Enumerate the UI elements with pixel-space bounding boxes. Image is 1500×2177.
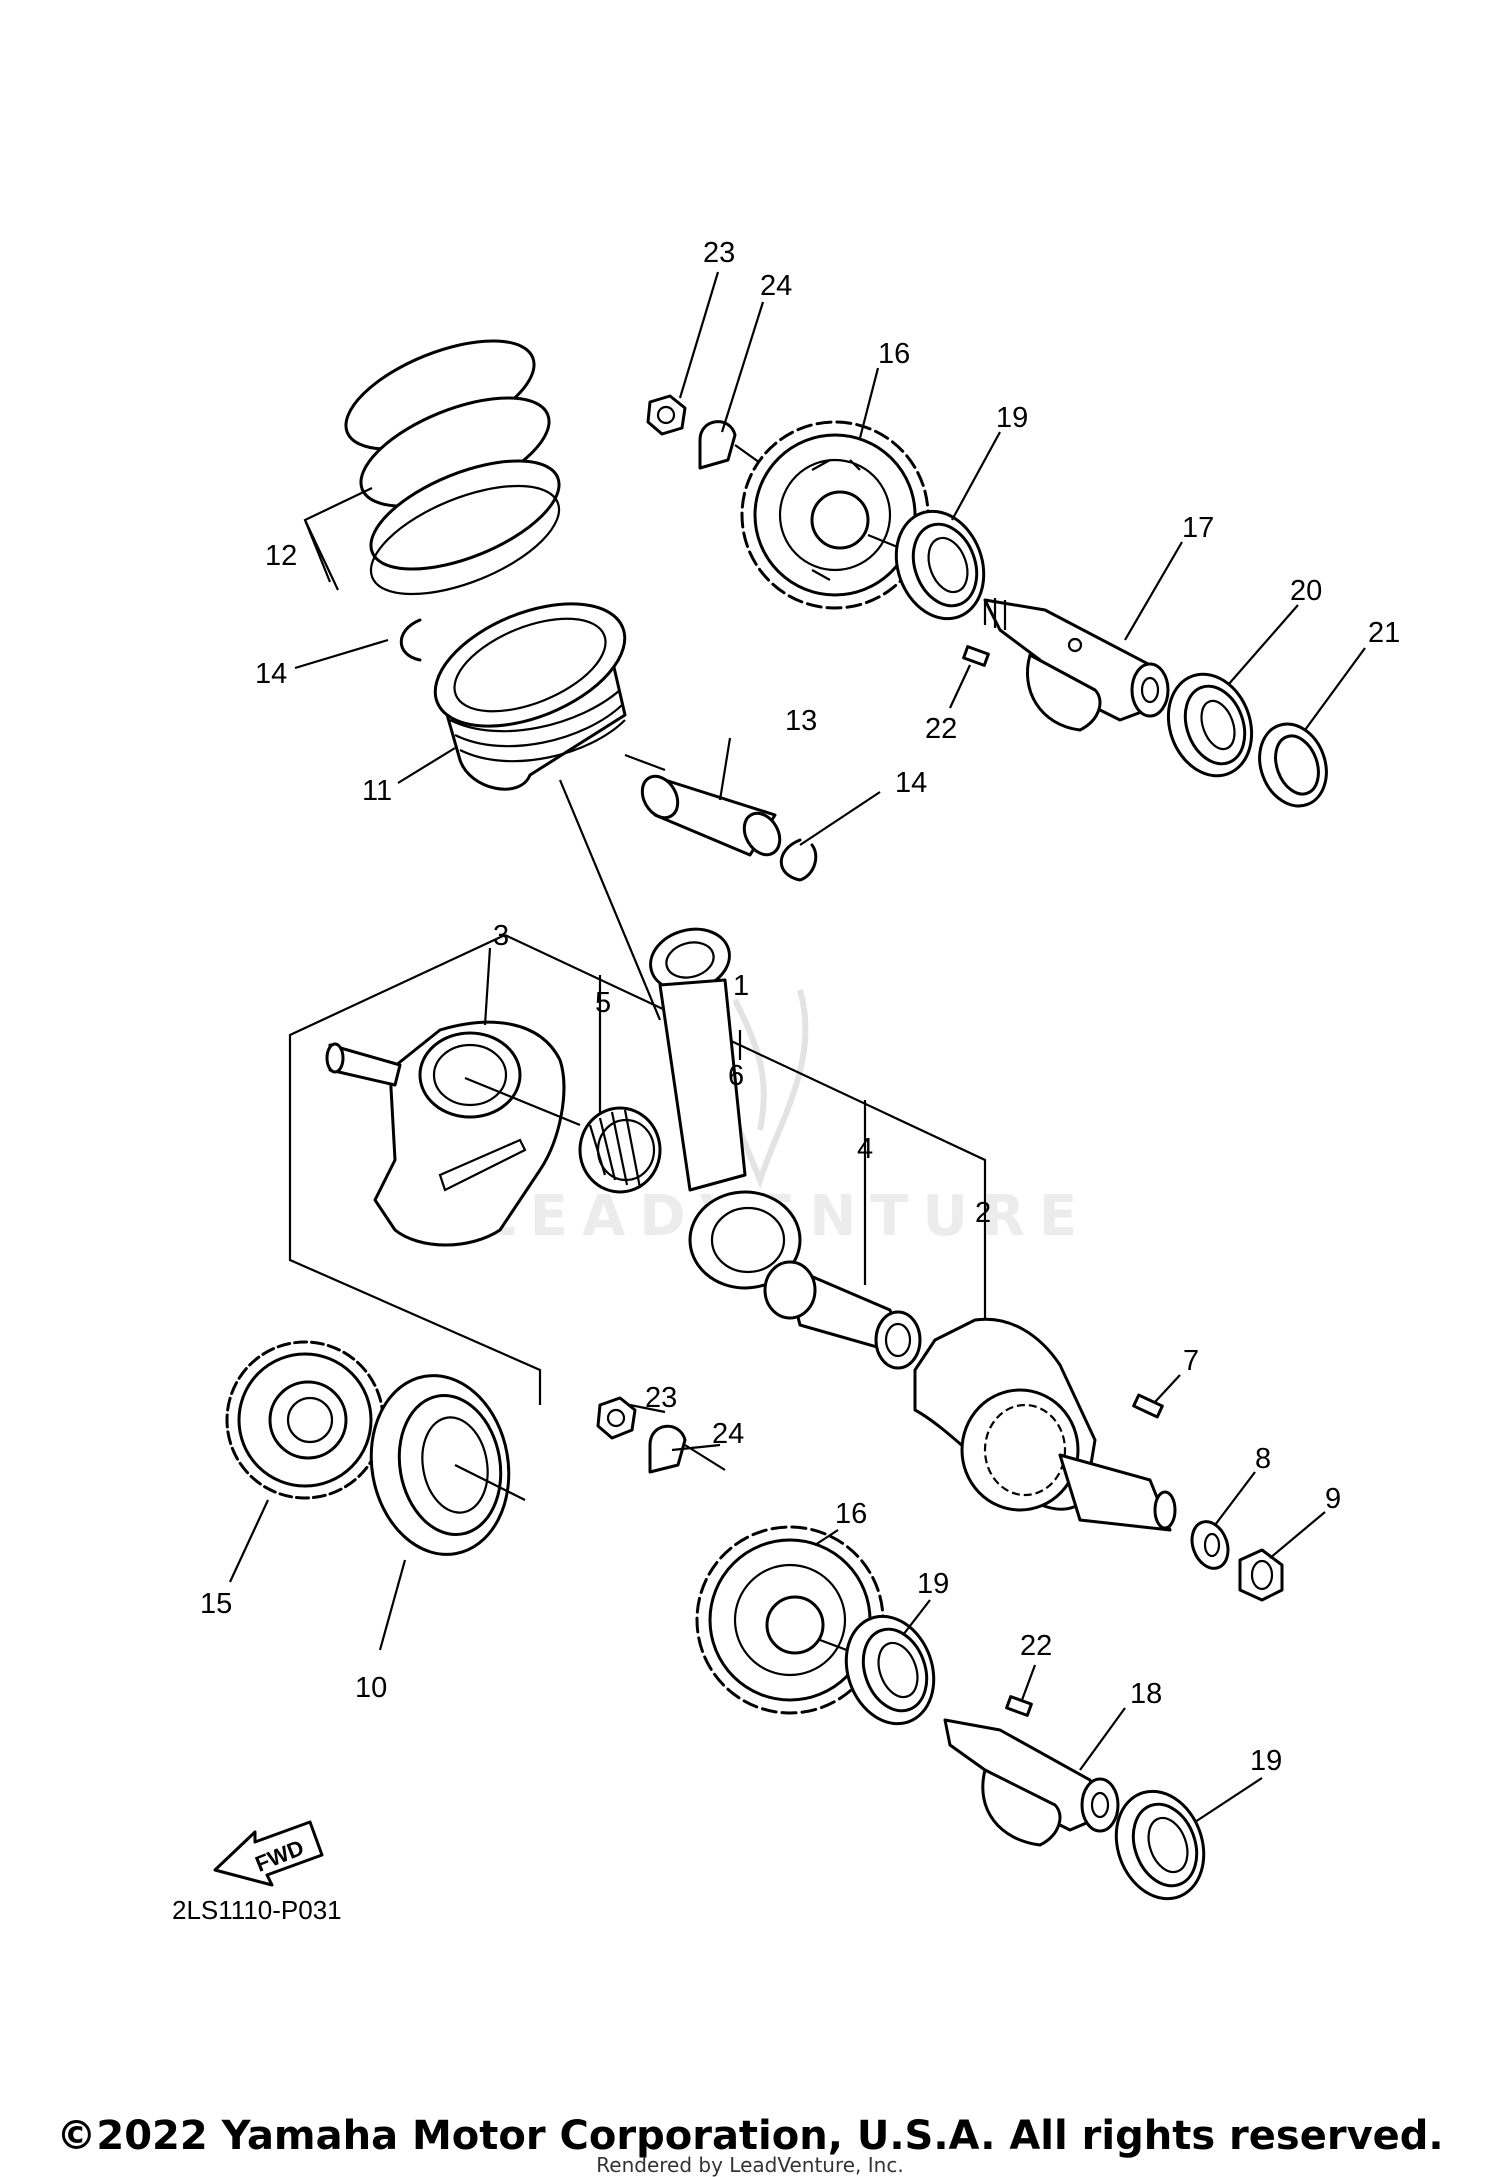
crank-nut[interactable] xyxy=(1238,1548,1284,1602)
leader-lines xyxy=(229,271,1366,1823)
bearing-upper[interactable] xyxy=(882,499,999,631)
balancer-shaft-upper[interactable] xyxy=(983,598,1170,732)
lock-washer-upper[interactable] xyxy=(698,420,737,470)
callout-6: 6 xyxy=(728,1060,744,1092)
bearing-right[interactable] xyxy=(1155,662,1266,787)
circlip-lower[interactable] xyxy=(779,838,818,882)
callout-21: 21 xyxy=(1368,617,1400,649)
washer[interactable] xyxy=(1186,1517,1234,1574)
diagram-reference-code: 2LS1110-P031 xyxy=(172,1895,342,1925)
callout-22-lower: 22 xyxy=(1020,1630,1052,1662)
callout-15: 15 xyxy=(200,1588,232,1620)
crank-web-left[interactable] xyxy=(325,1020,566,1247)
balancer-gear-lower[interactable] xyxy=(695,1525,885,1715)
nut-lower[interactable] xyxy=(596,1396,637,1440)
woodruff-key[interactable] xyxy=(1132,1393,1164,1419)
callout-16-lower: 16 xyxy=(835,1498,867,1530)
crank-pin[interactable] xyxy=(763,1260,922,1370)
oil-seal[interactable] xyxy=(1249,715,1338,816)
balancer-gear-upper[interactable] xyxy=(740,420,930,610)
connecting-rod[interactable] xyxy=(644,921,802,1290)
circlip-upper[interactable] xyxy=(399,618,422,662)
callout-16-upper: 16 xyxy=(878,338,910,370)
key-lower[interactable] xyxy=(1005,1695,1033,1717)
piston[interactable] xyxy=(418,579,642,791)
copyright-notice: ©2022 Yamaha Motor Corporation, U.S.A. A… xyxy=(56,2113,1444,2159)
callout-14-right: 14 xyxy=(895,767,927,799)
callout-23-upper: 23 xyxy=(703,237,735,269)
nut-upper[interactable] xyxy=(646,394,687,436)
bearing-lower-left[interactable] xyxy=(832,1604,949,1736)
callout-19-lower-left: 19 xyxy=(917,1568,949,1600)
callout-11: 11 xyxy=(362,775,392,807)
callout-10: 10 xyxy=(355,1672,387,1704)
callout-24-lower: 24 xyxy=(712,1418,744,1450)
lock-washer-lower[interactable] xyxy=(648,1424,687,1474)
balancer-shaft-lower[interactable] xyxy=(943,1718,1120,1847)
callout-18: 18 xyxy=(1130,1678,1162,1710)
rendered-by-notice: Rendered by LeadVenture, Inc. xyxy=(596,2153,904,2177)
callout-13: 13 xyxy=(785,705,817,737)
callout-9: 9 xyxy=(1325,1483,1341,1515)
crank-web-right[interactable] xyxy=(913,1317,1177,1532)
callout-4: 4 xyxy=(857,1133,873,1165)
piston-rings[interactable] xyxy=(332,319,574,617)
callout-1: 1 xyxy=(733,970,749,1002)
callout-5: 5 xyxy=(595,987,611,1019)
main-bearing[interactable] xyxy=(357,1365,522,1566)
callout-labels: 23 24 16 19 17 20 21 22 12 14 11 13 14 3… xyxy=(200,237,1400,1777)
callout-2: 2 xyxy=(975,1197,991,1229)
needle-bearing[interactable] xyxy=(578,1106,662,1194)
callout-19-lower-right: 19 xyxy=(1250,1745,1282,1777)
callout-19-upper: 19 xyxy=(996,402,1028,434)
callout-17: 17 xyxy=(1182,512,1214,544)
callout-12: 12 xyxy=(265,540,297,572)
primary-drive-gear[interactable] xyxy=(225,1340,385,1500)
callout-20: 20 xyxy=(1290,575,1322,607)
callout-23-lower: 23 xyxy=(645,1382,677,1414)
callout-22-upper: 22 xyxy=(925,713,957,745)
bearing-lower-right[interactable] xyxy=(1102,1779,1219,1911)
callout-24-upper: 24 xyxy=(760,270,792,302)
fwd-arrow-icon: FWD xyxy=(213,1820,324,1887)
callout-3: 3 xyxy=(493,920,509,952)
callout-7: 7 xyxy=(1183,1345,1199,1377)
piston-pin[interactable] xyxy=(635,770,787,861)
callout-8: 8 xyxy=(1255,1443,1271,1475)
callout-14-left: 14 xyxy=(255,658,287,690)
key-upper[interactable] xyxy=(962,645,990,667)
